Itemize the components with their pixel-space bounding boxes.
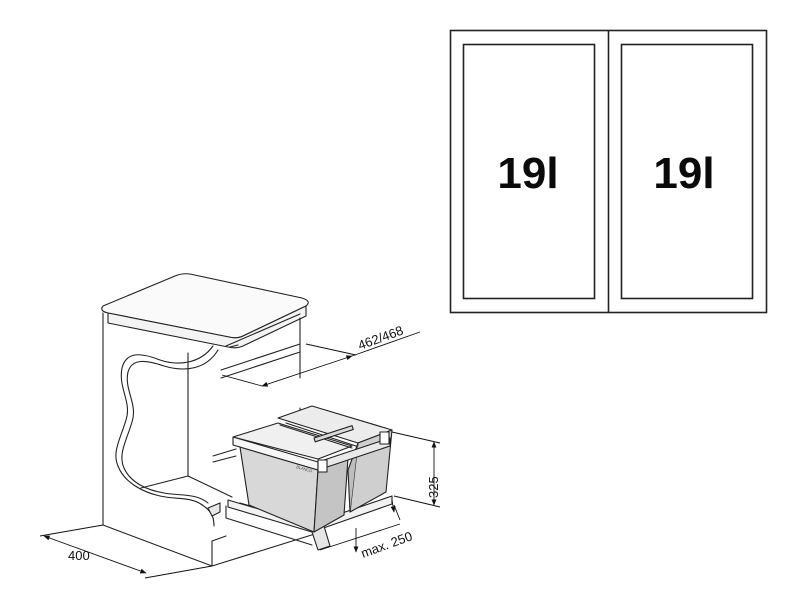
cabinet-cutaway-opening [115, 345, 215, 527]
left-bin-capacity: 19l [497, 149, 558, 198]
height-dimension-label: 325 [426, 476, 441, 498]
width-dimension-line [43, 535, 147, 574]
dimension-lines [39, 331, 441, 579]
height-extension-top [391, 431, 441, 444]
cabinet-floor-left [140, 475, 233, 498]
depth-leader [351, 331, 421, 357]
cabinet-plinth [211, 532, 319, 567]
left-bin-compartment [462, 43, 596, 300]
width-dimension-label: 400 [68, 548, 90, 563]
cabinet-drawing [101, 273, 319, 567]
cabinet-left-side [102, 312, 213, 567]
runner-left [212, 448, 237, 463]
depth-dimension-line [261, 355, 353, 387]
extension-ext-front [319, 523, 401, 551]
extension-arrow-up [390, 499, 396, 513]
brand-logo: BLANCO [296, 464, 313, 473]
cabinet-cutaway-opening-inner [121, 349, 219, 504]
countertop-front-edge [107, 305, 307, 349]
front-bin-top [232, 422, 353, 460]
width-extension-right [144, 565, 213, 579]
width-extension-left [39, 524, 104, 537]
rim-end-cap-left [317, 459, 328, 473]
extension-ext-rear [393, 504, 401, 521]
cabinet-inner-bottom [211, 535, 227, 542]
countertop-edge-detail [225, 313, 301, 348]
rim-end-cap-right [379, 431, 390, 445]
runner-bracket [207, 502, 221, 517]
top-view-diagram [449, 29, 768, 314]
right-bin-capacity: 19l [653, 149, 714, 198]
cabinet-inner-top-line [220, 343, 301, 371]
bin-handle [313, 425, 354, 443]
cabinet-inner-top-line-2 [220, 351, 301, 379]
pullout-unit [225, 405, 393, 551]
depth-extension-bottom [221, 374, 263, 387]
depth-dimension-label: 462/468 [356, 323, 405, 353]
extension-dimension-label: max. 250 [359, 528, 414, 560]
depth-extension-top [305, 343, 357, 356]
bin-rim-divider [279, 422, 357, 449]
right-bin-compartment [620, 43, 754, 300]
